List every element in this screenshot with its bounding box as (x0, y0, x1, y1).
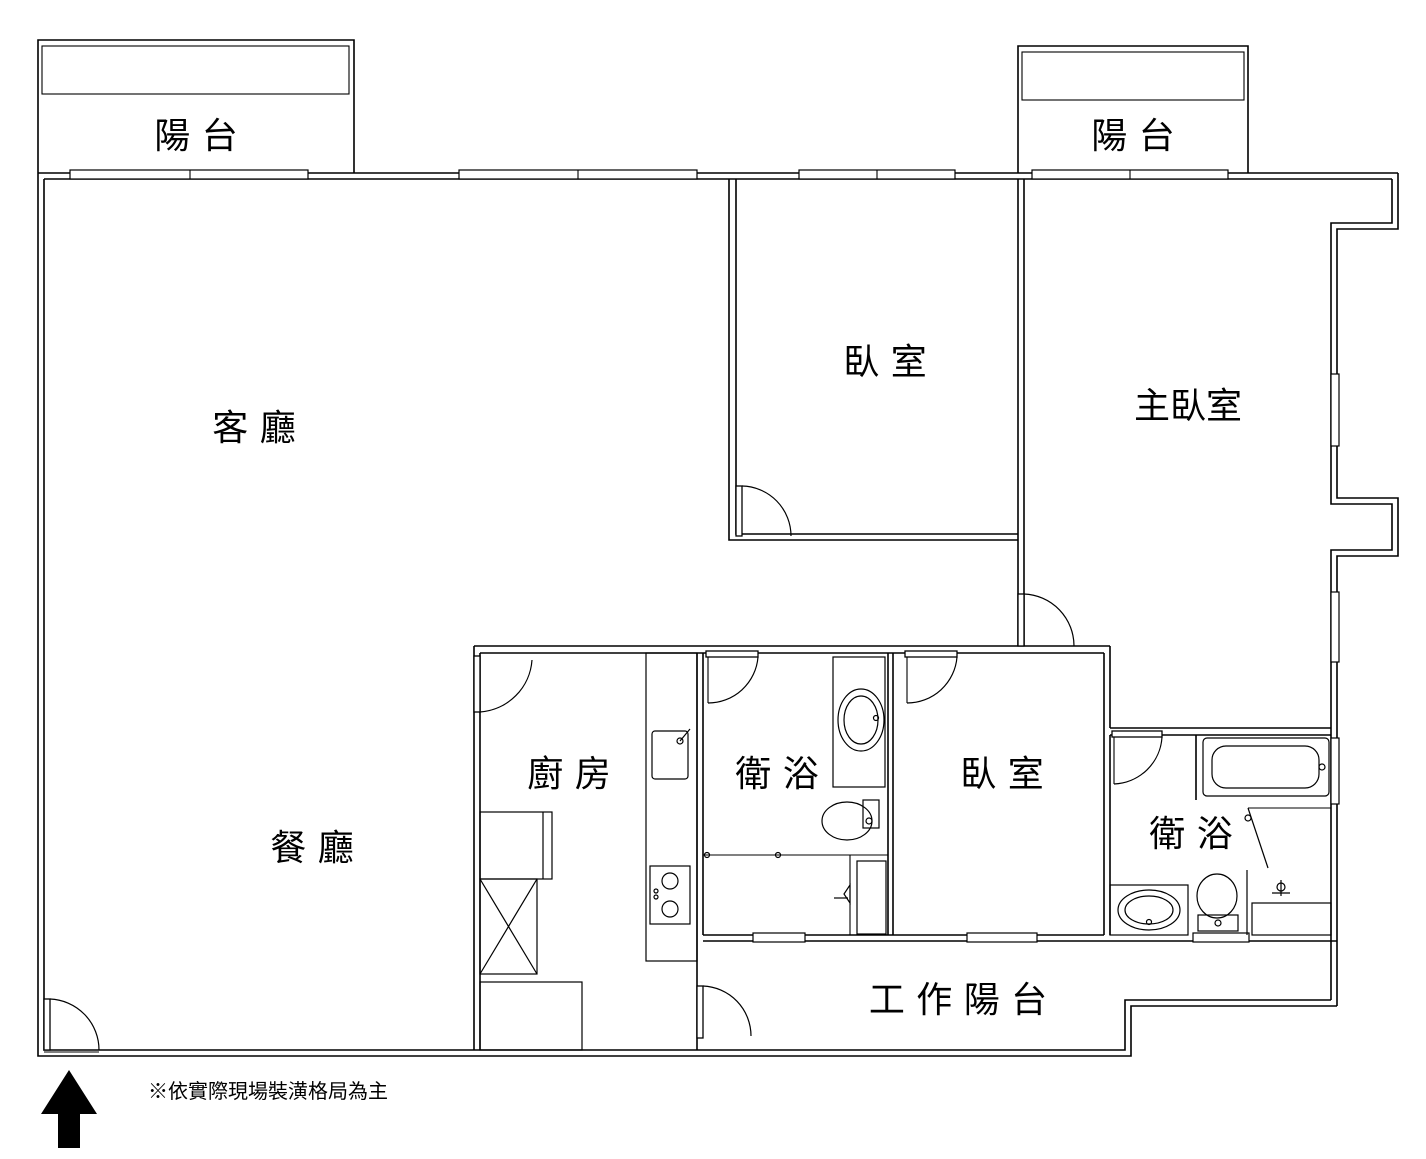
room-label-dining-room: 餐 廳 (270, 828, 353, 869)
outer-walls (37, 172, 1399, 1057)
room-label-bathroom-right: 衛 浴 (1149, 814, 1232, 855)
doors (43, 485, 1163, 1053)
room-label-balcony-right: 陽 台 (1091, 116, 1174, 157)
balcony-right (1017, 45, 1249, 173)
central-bath-fixtures (703, 656, 887, 935)
kitchen-fixtures (479, 652, 698, 1051)
north-arrow-icon (41, 1070, 97, 1148)
balcony-left (37, 39, 355, 173)
interior-walls (473, 179, 1337, 1050)
layout-disclaimer-note: ※依實際現場裝潢格局為主 (148, 1079, 388, 1103)
room-label-service-balcony: 工 作 陽 台 (869, 980, 1047, 1021)
room-label-master-bedroom: 主臥室 (1134, 386, 1242, 427)
room-label-kitchen: 廚 房 (527, 754, 610, 795)
windows (69, 169, 1340, 943)
right-bath-fixtures (1109, 737, 1332, 936)
room-label-balcony-left: 陽 台 (154, 116, 237, 157)
room-label-bedroom-top: 臥 室 (843, 342, 926, 383)
room-label-bathroom-center: 衛 浴 (735, 754, 818, 795)
room-label-bedroom-bottom: 臥 室 (960, 754, 1043, 795)
room-label-living-room: 客 廳 (212, 408, 295, 449)
